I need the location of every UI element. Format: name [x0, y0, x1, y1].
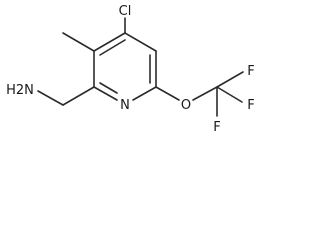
bond-c4-c5	[124, 32, 157, 52]
bonds	[37, 17, 244, 117]
atom-labels: Cl H2N N O F F F	[6, 4, 255, 135]
bond-n1-c2	[93, 86, 118, 101]
bond-c3-methyl	[62, 32, 95, 52]
ring-nitrogen-label: N	[120, 98, 130, 113]
amine-label: H2N	[6, 83, 34, 98]
bond-c-f2	[216, 86, 243, 103]
bond-c3-c4-inner	[99, 39, 126, 56]
bond-c2-ch2	[62, 86, 95, 106]
bond-ch2-n	[37, 90, 64, 106]
fluorine-label-right: F	[247, 98, 254, 113]
bond-c6-o	[155, 86, 180, 101]
structure-diagram: Cl H2N N O F F F	[0, 0, 272, 138]
chlorine-label: Cl	[119, 4, 132, 19]
bond-c6-n1	[132, 86, 157, 101]
bond-n1-c2-inner	[99, 82, 118, 94]
bond-o-cf3	[192, 86, 218, 101]
bond-c-f1	[216, 71, 244, 88]
fluorine-label-bottom: F	[213, 120, 220, 135]
bond-c3-c4	[93, 32, 126, 52]
molecule-drawing: Cl H2N N O F F F	[6, 4, 255, 135]
fluorine-label-top: F	[247, 64, 254, 79]
ether-oxygen-label: O	[181, 98, 191, 113]
